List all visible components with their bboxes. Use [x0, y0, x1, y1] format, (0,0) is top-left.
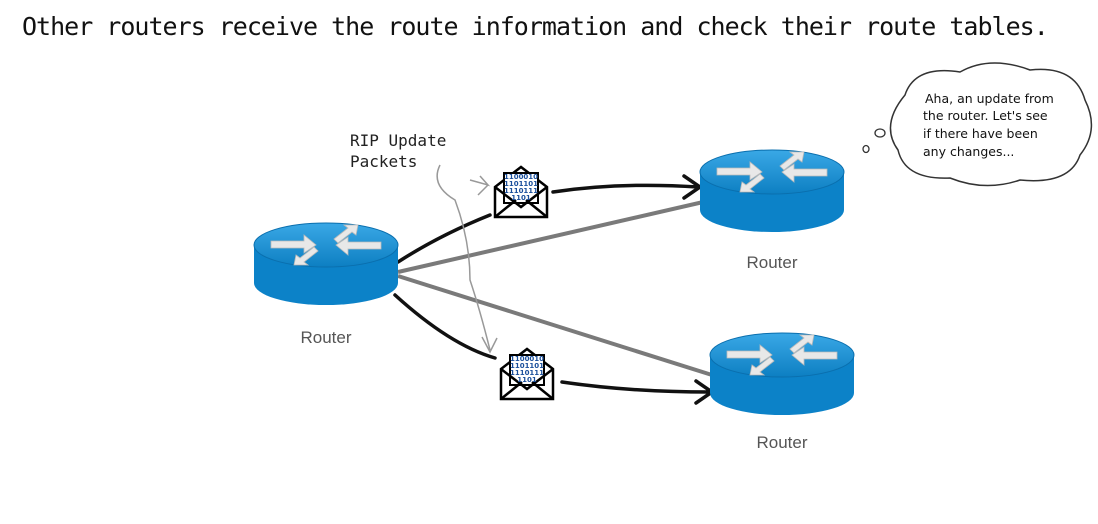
annotation-pointer — [436, 164, 498, 354]
thought-bubble: Aha, an update from the router. Let's se… — [862, 62, 1093, 187]
svg-text:Aha, an update from: Aha, an update from — [925, 91, 1054, 106]
router-label: Router — [756, 433, 807, 452]
svg-text:the router. Let's see: the router. Let's see — [923, 108, 1048, 123]
router-top[interactable] — [699, 149, 845, 233]
svg-text:1101101: 1101101 — [510, 362, 544, 370]
router-source[interactable] — [253, 222, 399, 306]
svg-text:1101: 1101 — [517, 376, 537, 384]
envelope-icon: 1100010 1101101 1110111 1101 — [493, 165, 549, 219]
link-bottom — [397, 274, 713, 377]
annotation-label: RIP Update — [350, 131, 446, 150]
envelope-icon: 1100010 1101101 1110111 1101 — [499, 347, 555, 401]
arrow-to-envelope-top — [396, 213, 492, 264]
router-label: Router — [746, 253, 797, 272]
router-bottom[interactable] — [709, 332, 855, 416]
page-title: Other routers receive the route informat… — [22, 12, 1049, 41]
svg-text:1100010: 1100010 — [504, 173, 538, 181]
arrow-to-router-bottom — [560, 379, 716, 405]
arrow-to-router-top — [551, 174, 704, 200]
annotation-pointer-arrowhead — [469, 175, 491, 196]
svg-text:1100010: 1100010 — [510, 355, 544, 363]
link-top — [397, 198, 713, 274]
svg-text:1101101: 1101101 — [504, 180, 538, 188]
svg-text:1110111: 1110111 — [510, 369, 544, 377]
annotation-label: Packets — [350, 152, 417, 171]
svg-text:1101: 1101 — [511, 194, 531, 202]
svg-text:if there have been: if there have been — [923, 126, 1038, 141]
svg-text:any changes...: any changes... — [923, 144, 1014, 159]
arrow-to-envelope-bottom — [393, 293, 497, 360]
router-label: Router — [300, 328, 351, 347]
svg-text:1110111: 1110111 — [504, 187, 538, 195]
